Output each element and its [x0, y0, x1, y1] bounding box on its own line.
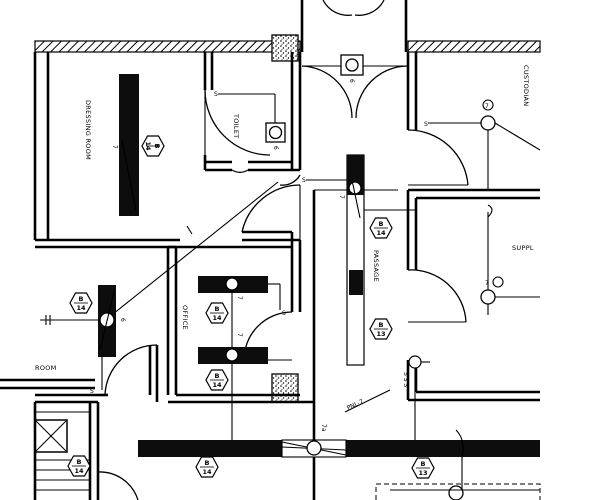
dressing-switch: S	[214, 91, 218, 98]
office-circuit-b: 7	[236, 333, 243, 337]
supply-wall-light	[480, 289, 496, 305]
svg-text:B: B	[215, 372, 220, 380]
passage-circuit: 7	[338, 195, 345, 199]
passage-label: PASSAGE	[372, 250, 380, 282]
passage-switch: S	[302, 177, 306, 184]
svg-text:B: B	[421, 460, 426, 468]
left-room-walls	[0, 344, 159, 404]
svg-text:B: B	[79, 295, 84, 303]
svg-text:13: 13	[376, 330, 385, 338]
home-run-wire	[107, 181, 279, 319]
dressing-circuit-number: 7	[111, 145, 118, 149]
panel-tag-passage-upper: B 14	[369, 217, 393, 239]
office-lamp-a	[225, 277, 239, 291]
left-room-circuit: 6	[119, 318, 126, 322]
bottom-right-dashed-area	[375, 483, 541, 500]
panel-tag-bottom-right: B 13	[411, 457, 435, 479]
top-fixture-lamp	[345, 58, 359, 72]
custodian-label: CUSTODIAN	[522, 65, 530, 106]
svg-text:B: B	[77, 458, 82, 466]
panel-tag-passage-lower: B 13	[369, 318, 393, 340]
room-label: ROOM	[35, 364, 57, 372]
bottom-switch-cluster: S S S	[402, 372, 409, 387]
left-room-switch: S	[90, 388, 94, 395]
corridor-circuit: 7a	[320, 424, 327, 432]
bottom-right-lamp	[448, 485, 464, 500]
panel-tag-office-lower: B 14	[205, 369, 229, 391]
panel-tag-left-room: B 14	[69, 292, 93, 314]
office-switch: S	[282, 310, 286, 317]
panel-tag-bottom-left: B 14	[67, 455, 91, 477]
office-lamp-b	[225, 348, 239, 362]
supply-circuit: 7	[485, 280, 489, 287]
exterior-wall-top	[34, 40, 541, 53]
toilet-fixture-lamp	[268, 125, 283, 140]
svg-text:14: 14	[144, 141, 152, 151]
office-circuit-a: 7	[236, 296, 243, 300]
svg-text:13: 13	[418, 469, 427, 477]
svg-text:B: B	[153, 144, 161, 149]
passage-light-fixture-lower	[349, 270, 363, 295]
stair-area	[33, 402, 139, 500]
dressing-room-label: DRESSING ROOM	[84, 100, 92, 160]
custodian-walls	[406, 52, 540, 402]
svg-text:14: 14	[212, 381, 222, 389]
panel-tag-office-upper: B 14	[205, 302, 229, 324]
custodian-wall-light	[480, 115, 496, 131]
svg-text:14: 14	[212, 314, 222, 322]
svg-text:B: B	[205, 459, 210, 467]
toilet-label: TOILET	[232, 113, 240, 139]
top-fixture-circuit: 6	[348, 79, 355, 83]
supply-label: SUPPL	[512, 244, 534, 252]
svg-text:14: 14	[74, 467, 84, 475]
column-mid	[271, 373, 299, 403]
svg-text:B: B	[215, 305, 220, 313]
passage-junction	[408, 355, 422, 369]
corridor-lamp	[306, 440, 322, 456]
dressing-light-fixture	[119, 74, 139, 216]
dressing-room-walls	[33, 52, 302, 249]
svg-text:14: 14	[76, 304, 86, 312]
office-label: OFFICE	[181, 305, 189, 330]
svg-text:14: 14	[376, 229, 386, 237]
toilet-circuit-number: 6	[272, 146, 279, 150]
custodian-circuit: 7	[485, 103, 489, 110]
custodian-switch: S	[424, 121, 428, 128]
column-top	[271, 34, 299, 62]
svg-text:14: 14	[202, 468, 212, 476]
svg-text:B: B	[379, 220, 384, 228]
svg-text:B: B	[379, 321, 384, 329]
panel-tag-bottom-center: B 14	[195, 456, 219, 478]
panel-tag-dressing: B 14	[141, 135, 165, 157]
